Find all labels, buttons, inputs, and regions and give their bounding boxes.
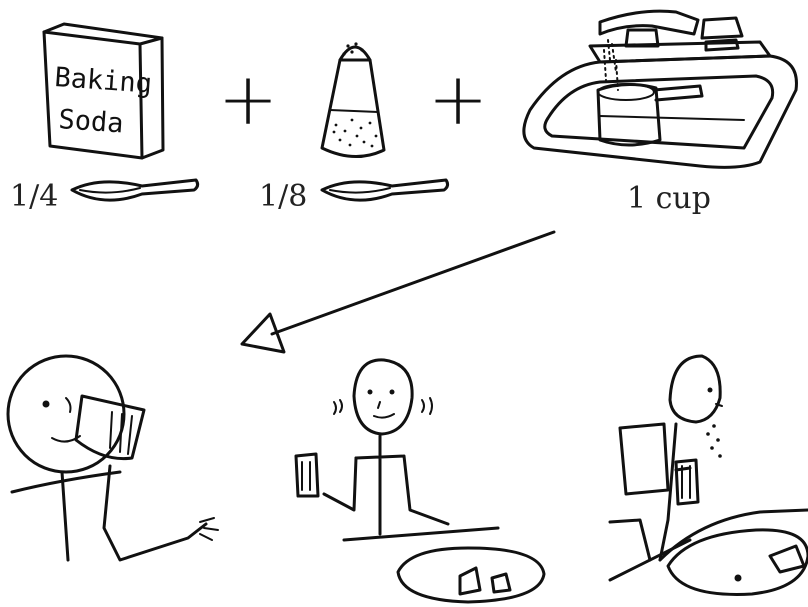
baking-soda-label-line2: Soda [58,104,125,139]
arrow-icon [242,232,554,352]
baking-soda-quantity: 1/4 [10,179,58,214]
person-drinking-icon [8,356,218,560]
salt-shaker-icon [322,42,384,156]
person-swishing-icon [296,360,544,602]
measuring-spoon-icon [72,180,198,200]
baking-soda-label-line1: Baking [54,62,153,100]
sink-faucet-cup-icon [524,11,797,167]
measuring-spoon-icon [322,180,448,200]
salt-quantity: 1/8 [259,179,307,214]
plus-sign-2: + [428,57,488,141]
baking-soda-box-icon: Baking Soda [44,24,163,158]
water-quantity: 1 cup [627,181,711,216]
person-spitting-icon [610,356,808,594]
plus-sign-1: + [218,57,278,141]
